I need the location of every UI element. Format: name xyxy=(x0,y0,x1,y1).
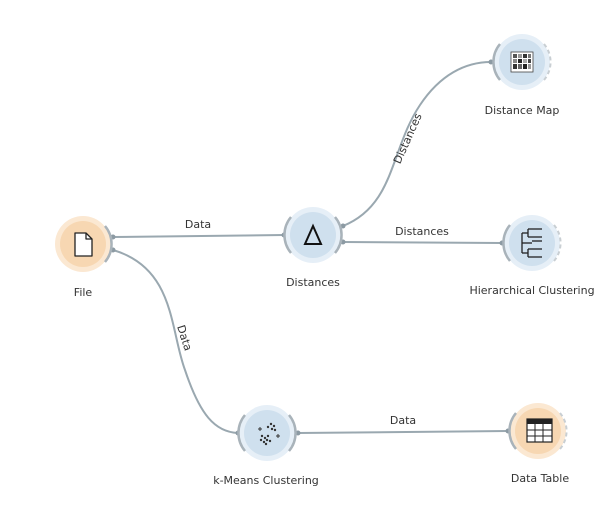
widget-label-kmeans-clustering[interactable]: k-Means Clustering xyxy=(213,474,319,487)
link-distances-to-map[interactable] xyxy=(342,61,492,227)
dendrogram-icon xyxy=(521,228,542,258)
distance-map-icon xyxy=(510,51,534,73)
output-channel-arc[interactable] xyxy=(559,412,568,450)
output-channel-arc[interactable] xyxy=(288,414,297,452)
input-channel-arc[interactable] xyxy=(502,224,511,262)
widget-label-distance-map[interactable]: Distance Map xyxy=(484,104,560,117)
link-file-to-kmeans[interactable] xyxy=(112,249,239,434)
widget-kmeans-clustering[interactable] xyxy=(237,405,297,461)
output-channel-arc[interactable] xyxy=(104,225,113,263)
widget-data-table[interactable] xyxy=(508,403,568,459)
widget-label-hierarchical-clustering[interactable]: Hierarchical Clustering xyxy=(469,284,595,297)
link-label-distances-map[interactable]: Distances xyxy=(391,111,425,166)
document-icon xyxy=(74,232,93,257)
widget-label-data-table[interactable]: Data Table xyxy=(510,472,570,485)
delta-icon xyxy=(303,223,323,245)
widget-file[interactable] xyxy=(55,216,113,272)
output-channel-arc[interactable] xyxy=(543,43,552,81)
input-channel-arc[interactable] xyxy=(508,412,517,450)
input-channel-arc[interactable] xyxy=(237,414,246,452)
table-icon xyxy=(526,418,553,443)
link-kmeans-to-table[interactable] xyxy=(297,430,509,434)
output-channel-arc[interactable] xyxy=(553,224,562,262)
link-label-kmeans-table[interactable]: Data xyxy=(390,414,416,427)
widget-distances[interactable] xyxy=(283,207,343,263)
link-distances-to-hier[interactable] xyxy=(342,241,503,244)
link-label-distances-hier[interactable]: Distances xyxy=(395,225,449,238)
widget-hierarchical-clustering[interactable] xyxy=(502,215,562,271)
widget-label-file[interactable]: File xyxy=(73,286,93,299)
link-file-to-distances[interactable] xyxy=(112,234,285,238)
widget-body xyxy=(244,410,290,456)
scatter-cluster-icon xyxy=(258,422,280,446)
input-channel-arc[interactable] xyxy=(492,43,501,81)
widget-body xyxy=(290,212,336,258)
link-label-file-distances[interactable]: Data xyxy=(185,218,211,231)
input-channel-arc[interactable] xyxy=(283,216,292,254)
widget-label-distances[interactable]: Distances xyxy=(286,276,340,289)
output-channel-arc[interactable] xyxy=(334,216,343,254)
widget-distance-map[interactable] xyxy=(492,34,552,90)
